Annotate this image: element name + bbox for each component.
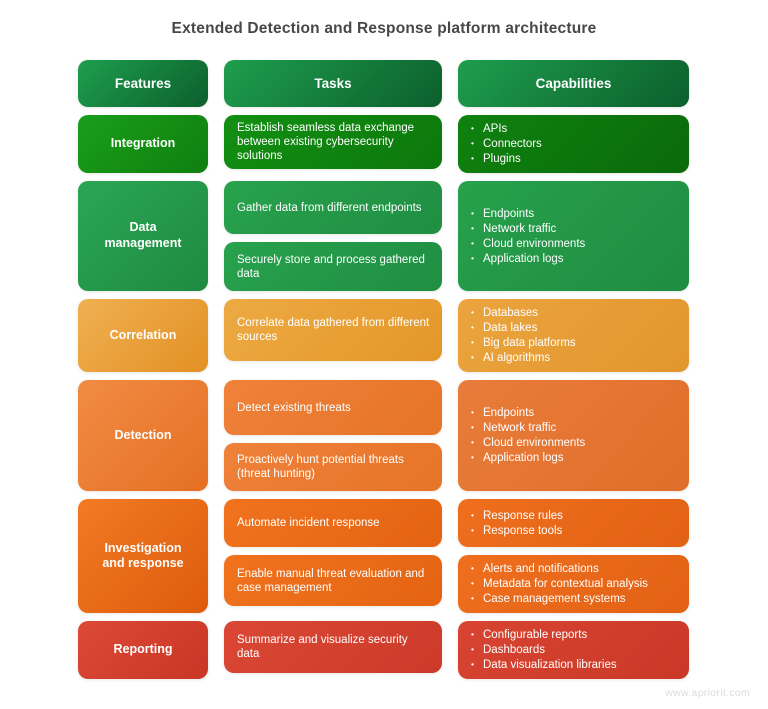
- capability-list: Endpoints Network traffic Cloud environm…: [470, 206, 585, 267]
- capabilities-box: Databases Data lakes Big data platforms …: [458, 299, 689, 373]
- task-box: Summarize and visualize security data: [224, 621, 442, 674]
- feature-box-data-management: Data management: [78, 181, 208, 292]
- feature-label: Detection: [114, 427, 172, 442]
- capabilities-stack: Endpoints Network traffic Cloud environm…: [458, 380, 689, 492]
- task-box: Establish seamless data exchange between…: [224, 115, 442, 169]
- capability-list: Configurable reports Dashboards Data vis…: [470, 627, 617, 673]
- task-text: Securely store and process gathered data: [237, 253, 425, 280]
- capabilities-box: Alerts and notifications Metadata for co…: [458, 555, 689, 614]
- capability-list: Databases Data lakes Big data platforms …: [470, 305, 576, 366]
- capabilities-box: Response rules Response tools: [458, 499, 689, 548]
- task-text: Establish seamless data exchange between…: [237, 121, 415, 162]
- task-text: Gather data from different endpoints: [237, 201, 422, 214]
- feature-label: Correlation: [109, 327, 177, 342]
- capability-item: Case management systems: [470, 592, 648, 606]
- capability-item: Plugins: [470, 152, 542, 166]
- column-header-tasks: Tasks: [224, 60, 442, 107]
- capabilities-stack: APIs Connectors Plugins: [458, 115, 689, 174]
- feature-box-detection: Detection: [78, 380, 208, 492]
- task-text: Detect existing threats: [237, 401, 351, 414]
- row-investigation-and-response: Investigation and response Automate inci…: [78, 499, 689, 614]
- capability-item: Network traffic: [470, 222, 585, 236]
- capability-list: Endpoints Network traffic Cloud environm…: [470, 405, 585, 466]
- architecture-table: Features Tasks Capabilities Integration …: [78, 60, 689, 687]
- capability-list: Alerts and notifications Metadata for co…: [470, 561, 648, 607]
- capability-item: Endpoints: [470, 207, 585, 221]
- capabilities-stack: Databases Data lakes Big data platforms …: [458, 299, 689, 373]
- row-integration: Integration Establish seamless data exch…: [78, 115, 689, 174]
- capabilities-stack: Configurable reports Dashboards Data vis…: [458, 621, 689, 680]
- capabilities-box: Endpoints Network traffic Cloud environm…: [458, 181, 689, 292]
- capability-item: Application logs: [470, 252, 585, 266]
- capabilities-stack: Endpoints Network traffic Cloud environm…: [458, 181, 689, 292]
- row-correlation: Correlation Correlate data gathered from…: [78, 299, 689, 373]
- capability-item: Application logs: [470, 451, 585, 465]
- capability-item: Alerts and notifications: [470, 562, 648, 576]
- capability-item: Response tools: [470, 524, 563, 538]
- capability-item: AI algorithms: [470, 351, 576, 365]
- capabilities-stack: Response rules Response tools Alerts and…: [458, 499, 689, 614]
- capability-item: APIs: [470, 122, 542, 136]
- capability-item: Data visualization libraries: [470, 658, 617, 672]
- feature-label: Integration: [110, 136, 176, 151]
- tasks-stack: Summarize and visualize security data: [224, 621, 442, 679]
- capabilities-box: Endpoints Network traffic Cloud environm…: [458, 380, 689, 492]
- task-box: Gather data from different endpoints: [224, 181, 442, 235]
- tasks-stack: Detect existing threats Proactively hunt…: [224, 380, 442, 492]
- task-box: Detect existing threats: [224, 380, 442, 436]
- task-box: Automate incident response: [224, 499, 442, 548]
- capability-item: Response rules: [470, 509, 563, 523]
- capability-list: Response rules Response tools: [470, 508, 563, 539]
- feature-label: Reporting: [113, 642, 173, 657]
- capability-item: Metadata for contextual analysis: [470, 577, 648, 591]
- row-detection: Detection Detect existing threats Proact…: [78, 380, 689, 492]
- feature-box-reporting: Reporting: [78, 621, 208, 680]
- row-data-management: Data management Gather data from differe…: [78, 181, 689, 292]
- capabilities-box: Configurable reports Dashboards Data vis…: [458, 621, 689, 680]
- capability-item: Endpoints: [470, 406, 585, 420]
- capability-item: Databases: [470, 306, 576, 320]
- tasks-stack: Establish seamless data exchange between…: [224, 115, 442, 173]
- task-text: Proactively hunt potential threats (thre…: [237, 454, 404, 481]
- capability-item: Big data platforms: [470, 336, 576, 350]
- task-box: Proactively hunt potential threats (thre…: [224, 443, 442, 492]
- column-header-features-label: Features: [114, 76, 172, 91]
- task-box: Correlate data gathered from different s…: [224, 299, 442, 362]
- capability-item: Network traffic: [470, 421, 585, 435]
- capability-list: APIs Connectors Plugins: [470, 121, 542, 167]
- feature-label: Investigation and response: [102, 540, 184, 571]
- feature-box-investigation-and-response: Investigation and response: [78, 499, 208, 614]
- column-header-tasks-label: Tasks: [314, 76, 352, 91]
- task-box: Enable manual threat evaluation and case…: [224, 555, 442, 607]
- feature-label: Data management: [104, 220, 182, 251]
- tasks-stack: Correlate data gathered from different s…: [224, 299, 442, 372]
- feature-box-integration: Integration: [78, 115, 208, 174]
- tasks-stack: Automate incident response Enable manual…: [224, 499, 442, 613]
- header-row: Features Tasks Capabilities: [78, 60, 689, 107]
- task-text: Summarize and visualize security data: [237, 634, 408, 661]
- column-header-features: Features: [78, 60, 208, 107]
- capability-item: Cloud environments: [470, 237, 585, 251]
- capability-item: Cloud environments: [470, 436, 585, 450]
- column-header-capabilities-label: Capabilities: [535, 76, 612, 91]
- capability-item: Connectors: [470, 137, 542, 151]
- page-title: Extended Detection and Response platform…: [171, 20, 597, 37]
- task-box: Securely store and process gathered data: [224, 242, 442, 292]
- capabilities-box: APIs Connectors Plugins: [458, 115, 689, 174]
- row-reporting: Reporting Summarize and visualize securi…: [78, 621, 689, 680]
- capability-item: Configurable reports: [470, 628, 617, 642]
- task-text: Correlate data gathered from different s…: [237, 317, 430, 344]
- watermark: www.apriorit.com: [665, 687, 750, 699]
- tasks-stack: Gather data from different endpoints Sec…: [224, 181, 442, 292]
- capability-item: Dashboards: [470, 643, 617, 657]
- task-text: Automate incident response: [237, 517, 380, 530]
- task-text: Enable manual threat evaluation and case…: [237, 567, 425, 594]
- column-header-capabilities: Capabilities: [458, 60, 689, 107]
- feature-box-correlation: Correlation: [78, 299, 208, 373]
- capability-item: Data lakes: [470, 321, 576, 335]
